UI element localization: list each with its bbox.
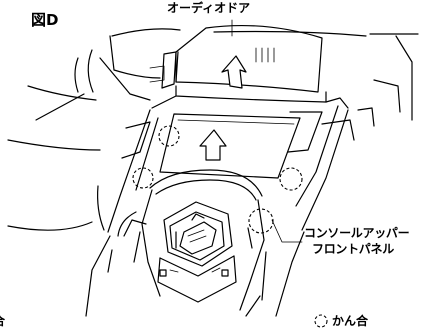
- shift-mechanism: [157, 201, 237, 303]
- console-panel-callout-line1: コンソールアッパー: [304, 226, 410, 240]
- audio-door-callout: オーディオドア: [167, 1, 251, 15]
- audio-door-arrow-icon: [221, 55, 247, 89]
- panel-arrow-icon: [199, 129, 227, 161]
- cut-off-text: 合: [0, 315, 5, 327]
- engagement-clip-markers: [132, 125, 303, 234]
- motion-arcs: [74, 49, 94, 93]
- dashboard-outline: [7, 28, 419, 231]
- clip-marker: [158, 125, 180, 147]
- callout-leaders: [231, 19, 303, 243]
- clip-marker: [248, 208, 274, 234]
- console-panel-callout-line2: フロントパネル: [312, 242, 394, 256]
- engagement-legend-text: かん合: [332, 314, 369, 328]
- audio-door: [149, 24, 323, 93]
- figure-label: 図D: [31, 11, 59, 29]
- clip-marker: [279, 167, 303, 191]
- clip-marker: [132, 167, 154, 189]
- console-upper-front-panel: [85, 85, 349, 317]
- shift-boot-area: [107, 169, 265, 317]
- engagement-legend-icon: [314, 314, 328, 328]
